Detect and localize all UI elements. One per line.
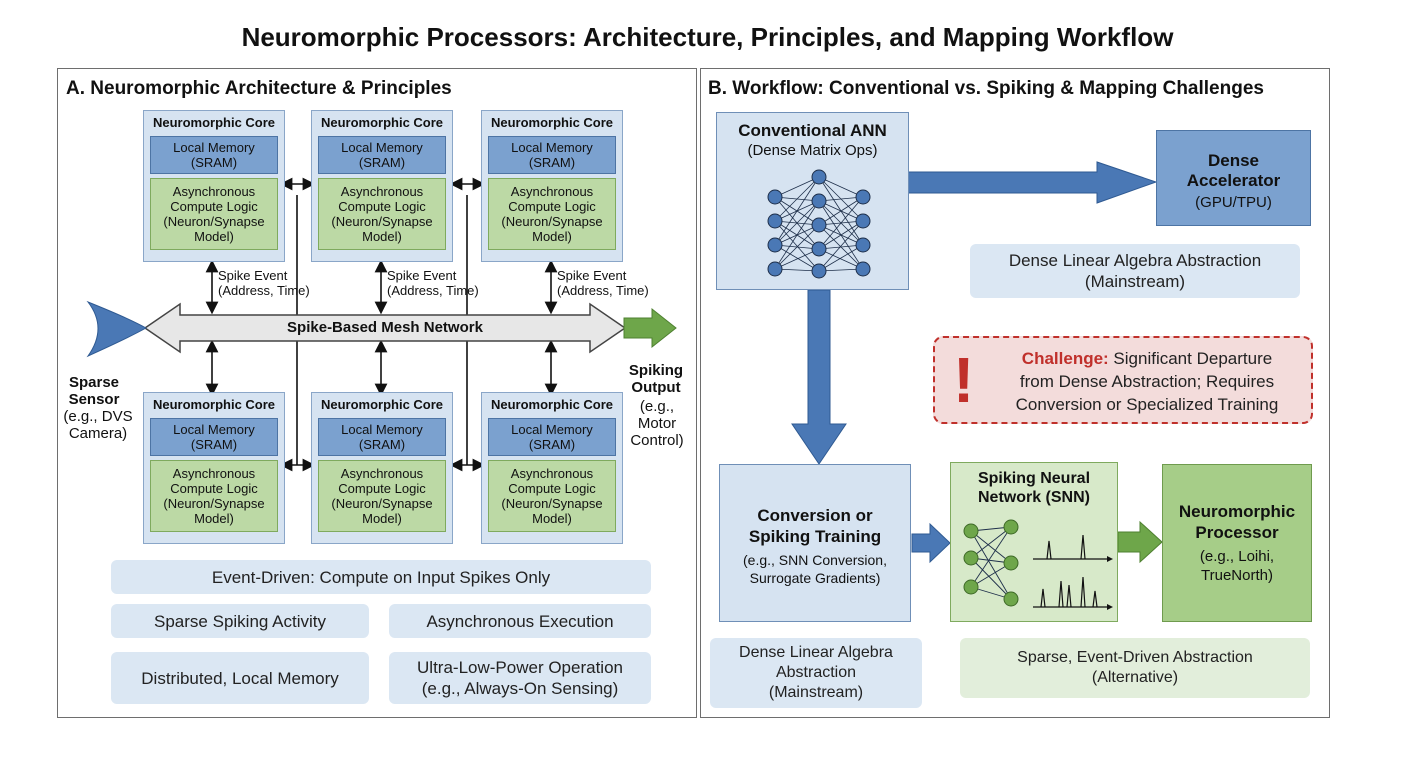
spike-train-icon: [1033, 534, 1107, 608]
challenge-text: Challenge: Significant Departure from De…: [987, 347, 1307, 416]
warning-icon: !: [953, 344, 975, 416]
neuromorphic-core: Neuromorphic Core Local Memory (SRAM) As…: [481, 110, 623, 262]
compute-logic: Asynchronous Compute Logic (Neuron/Synap…: [150, 460, 278, 532]
sparse-abstraction-label: Sparse, Event-Driven Abstraction (Altern…: [960, 638, 1310, 698]
neuromorphic-title: Neuromorphic Processor: [1178, 502, 1296, 542]
mesh-network-label: Spike-Based Mesh Network: [287, 319, 483, 336]
spike-event-label: Spike Event (Address, Time): [218, 268, 310, 298]
compute-logic: Asynchronous Compute Logic (Neuron/Synap…: [318, 460, 446, 532]
neuromorphic-core: Neuromorphic Core Local Memory (SRAM) As…: [481, 392, 623, 544]
core-title: Neuromorphic Core: [320, 397, 444, 412]
neuromorphic-core: Neuromorphic Core Local Memory (SRAM) As…: [311, 392, 453, 544]
compute-logic: Asynchronous Compute Logic (Neuron/Synap…: [318, 178, 446, 250]
principle-event-driven: Event-Driven: Compute on Input Spikes On…: [111, 560, 651, 594]
neuromorphic-processor-box: Neuromorphic Processor (e.g., Loihi, Tru…: [1162, 464, 1312, 622]
spike-event-label: Spike Event (Address, Time): [557, 268, 649, 298]
principle-async-execution: Asynchronous Execution: [389, 604, 651, 638]
local-memory: Local Memory (SRAM): [488, 136, 616, 174]
snn-title: Spiking Neural Network (SNN): [977, 470, 1091, 506]
core-title: Neuromorphic Core: [152, 397, 276, 412]
ann-subtitle: (Dense Matrix Ops): [747, 142, 878, 159]
to-accelerator-arrow: [907, 161, 1158, 204]
core-title: Neuromorphic Core: [490, 115, 614, 130]
challenge-label: Challenge:: [1021, 349, 1109, 368]
challenge-box: ! Challenge: Significant Departure from …: [933, 336, 1313, 424]
neuromorphic-subtitle: (e.g., Loihi, TrueNorth): [1199, 548, 1275, 584]
dense-abstraction-label: Dense Linear Algebra Abstraction (Mainst…: [970, 244, 1300, 298]
core-title: Neuromorphic Core: [152, 115, 276, 130]
conversion-training-box: Conversion or Spiking Training (e.g., SN…: [719, 464, 911, 622]
local-memory: Local Memory (SRAM): [150, 418, 278, 456]
to-snn-arrow: [911, 522, 951, 564]
conversion-subtitle: (e.g., SNN Conversion, Surrogate Gradien…: [743, 552, 887, 586]
principle-low-power: Ultra-Low-Power Operation (e.g., Always-…: [389, 652, 651, 704]
accelerator-subtitle: (GPU/TPU): [1195, 194, 1272, 211]
spiking-network-icon: [963, 519, 1113, 610]
conventional-ann-box: Conventional ANN (Dense Matrix Ops): [716, 112, 909, 290]
sensor-title: Sparse Sensor: [68, 374, 120, 408]
to-neuromorphic-arrow: [1117, 520, 1163, 564]
compute-logic: Asynchronous Compute Logic (Neuron/Synap…: [488, 460, 616, 532]
dense-network-icon: [767, 169, 871, 279]
compute-logic: Asynchronous Compute Logic (Neuron/Synap…: [488, 178, 616, 250]
accelerator-title: Dense Accelerator: [1186, 151, 1281, 190]
local-memory: Local Memory (SRAM): [150, 136, 278, 174]
dense-accelerator-box: Dense Accelerator (GPU/TPU): [1156, 130, 1311, 226]
ann-title: Conventional ANN: [738, 121, 887, 140]
neuromorphic-core: Neuromorphic Core Local Memory (SRAM) As…: [143, 110, 285, 262]
sensor-input-arrow: [86, 300, 148, 358]
panel-b-title: B. Workflow: Conventional vs. Spiking & …: [708, 78, 1264, 99]
neuromorphic-core: Neuromorphic Core Local Memory (SRAM) As…: [311, 110, 453, 262]
sensor-subtitle: (e.g., DVS Camera): [63, 408, 133, 442]
panel-a-title: A. Neuromorphic Architecture & Principle…: [66, 78, 452, 99]
spike-event-label: Spike Event (Address, Time): [387, 268, 479, 298]
snn-box: Spiking Neural Network (SNN): [950, 462, 1118, 622]
compute-logic: Asynchronous Compute Logic (Neuron/Synap…: [150, 178, 278, 250]
principle-sparse-activity: Sparse Spiking Activity: [111, 604, 369, 638]
output-title: Spiking Output: [628, 362, 684, 396]
spiking-output-arrow: [623, 307, 677, 349]
page-title: Neuromorphic Processors: Architecture, P…: [241, 22, 1174, 52]
local-memory: Local Memory (SRAM): [488, 418, 616, 456]
core-title: Neuromorphic Core: [320, 115, 444, 130]
core-title: Neuromorphic Core: [490, 397, 614, 412]
dense-abstraction-bottom: Dense Linear Algebra Abstraction (Mainst…: [710, 638, 922, 708]
local-memory: Local Memory (SRAM): [318, 418, 446, 456]
to-conversion-arrow: [791, 289, 847, 465]
conversion-title: Conversion or Spiking Training: [748, 506, 882, 546]
local-memory: Local Memory (SRAM): [318, 136, 446, 174]
neuromorphic-core: Neuromorphic Core Local Memory (SRAM) As…: [143, 392, 285, 544]
principle-distributed-memory: Distributed, Local Memory: [111, 652, 369, 704]
challenge-description: Significant Departure from Dense Abstrac…: [1015, 349, 1279, 414]
output-subtitle: (e.g., Motor Control): [630, 398, 684, 449]
